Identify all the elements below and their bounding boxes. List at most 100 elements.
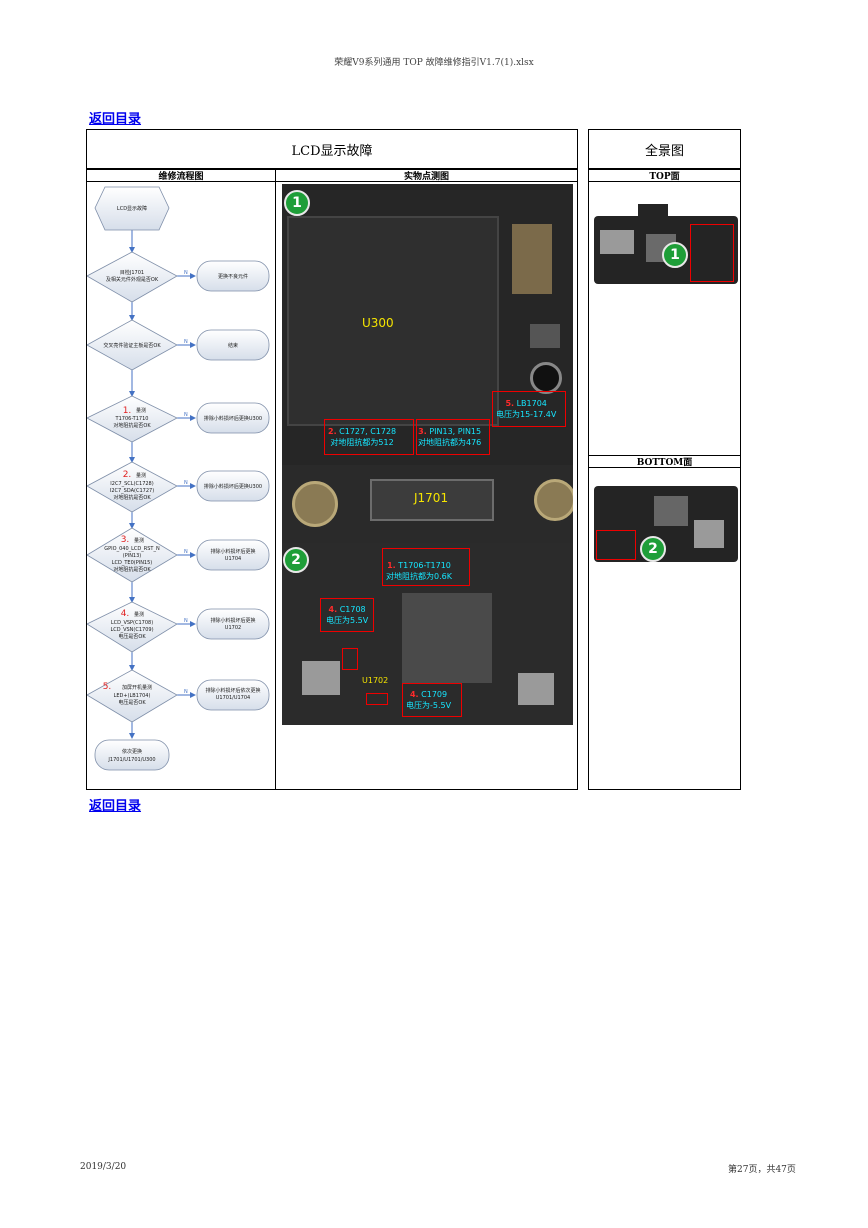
step1-action: 结束	[228, 342, 238, 349]
step1-line1: 交叉亮件验证主板是否OK	[103, 342, 161, 349]
back-to-index-link-top[interactable]: 返回目录	[89, 112, 142, 127]
bottom-panorama-circle-2: 2	[640, 536, 666, 562]
u1702-label: U1702	[362, 676, 389, 685]
step3-line1: I2C7_SCL(C1728)	[110, 481, 153, 487]
step6-title: 加屏开机量测	[122, 684, 152, 691]
annotation-box-2	[324, 419, 414, 455]
decision-diamond-3	[87, 461, 178, 513]
top-board-shield	[600, 230, 634, 254]
panorama-title: 全景图	[644, 143, 684, 159]
top-panorama-circle-1: 1	[662, 242, 688, 268]
end-line1: 依次更换	[122, 748, 142, 755]
pmic-area	[402, 593, 492, 683]
no-label: N	[184, 689, 188, 695]
step6-num: 5.	[103, 682, 112, 692]
step3-line2: I2C7_SDA(C1727)	[110, 488, 154, 494]
footer-date: 2019/3/20	[80, 1162, 127, 1172]
decision-diamond-2	[87, 395, 178, 443]
step0-line1: 目检J1701	[120, 269, 144, 276]
component-box-u1702	[366, 693, 388, 705]
step6-action2: U1701/U1704	[216, 695, 250, 701]
step4-line4: 对地阻抗是否OK	[113, 566, 151, 573]
annotation-box-5	[492, 391, 566, 427]
main-title-cell: LCD显示故障	[86, 129, 578, 169]
step5-line3: 电压是否OK	[118, 633, 146, 640]
bottom-board-chip	[654, 496, 688, 526]
connector-top-right	[512, 224, 552, 294]
footer-page-number: 第27页，共47页	[728, 1165, 796, 1175]
step3-num: 2.	[123, 470, 132, 480]
shield-right	[518, 673, 554, 705]
annotation-box-3	[416, 419, 490, 455]
step4-num: 3.	[121, 535, 130, 545]
decision-diamond-1	[87, 319, 178, 371]
no-label: N	[184, 618, 188, 624]
no-label: N	[184, 339, 188, 345]
step2-num: 1.	[123, 406, 132, 416]
no-label: N	[184, 412, 188, 418]
step6-line1: LED+(LB1704)	[114, 693, 151, 699]
annotation-box-4b	[402, 683, 462, 717]
top-board-tab	[638, 204, 668, 218]
step5-title: 量测	[134, 611, 144, 618]
shield-left	[302, 661, 340, 695]
step4-line1: GPIO_040_LCD_RST_N	[104, 546, 160, 552]
flow-header: 维修流程图	[158, 172, 204, 182]
step3-line3: 对地阻抗是否OK	[113, 494, 151, 501]
bottom-face-label: BOTTOM面	[636, 458, 693, 468]
decision-diamond-5	[87, 601, 178, 653]
step5-line2: LCD_VSN(C1709)	[110, 627, 153, 633]
start-hexagon	[94, 186, 170, 231]
step0-action: 更换不良元件	[218, 273, 248, 280]
annotation-box-1	[382, 548, 470, 586]
step6-action1: 排除小料损坏后依次更换	[205, 687, 260, 694]
back-to-index-link-bottom[interactable]: 返回目录	[89, 799, 142, 814]
inductor	[530, 324, 560, 348]
board-photo-connector: J1701	[282, 465, 573, 543]
component-box-c1708	[342, 648, 358, 670]
round-component	[530, 362, 562, 394]
document-header: 荣耀V9系列通用 TOP 故障维修指引V1.7(1).xlsx	[334, 58, 534, 68]
no-label: N	[184, 549, 188, 555]
annotation-box-4a	[320, 598, 374, 632]
screw-hole-left	[292, 481, 338, 527]
step2-action: 排除小料损坏后更换U300	[204, 415, 262, 422]
step3-action: 排除小料损坏后更换U300	[204, 483, 262, 490]
marker-circle-1: 1	[284, 190, 310, 216]
top-panorama-image: 1	[594, 204, 738, 286]
bottom-highlight-box	[596, 530, 636, 560]
decision-diamond-6	[87, 669, 178, 723]
step4-action1: 排除小料损坏后更换	[210, 548, 255, 555]
u300-chip	[287, 216, 499, 426]
step0-line2: 及相关元件外观是否OK	[106, 276, 159, 283]
bottom-panorama-image: 2	[594, 480, 738, 564]
step5-action2: U1702	[225, 625, 241, 631]
photo-header: 实物点测图	[403, 172, 449, 182]
repair-flowchart: N N N N N N N LCD显示故障 目检J1701 及相关元件外观是否O…	[87, 186, 270, 771]
step4-action2: U1704	[225, 556, 241, 562]
screw-hole-right	[534, 479, 573, 521]
top-highlight-box	[690, 224, 734, 282]
j1701-connector	[370, 479, 494, 521]
decision-diamond-4	[87, 527, 178, 583]
start-label: LCD显示故障	[117, 205, 147, 212]
step4-line2: (PIN13)	[123, 553, 142, 559]
top-face-label: TOP面	[649, 172, 680, 182]
no-label: N	[184, 270, 188, 276]
step2-line1: T1706-T1710	[115, 416, 149, 422]
step6-line2: 电压是否OK	[118, 699, 146, 706]
step5-action1: 排除小料损坏后更换	[210, 617, 255, 624]
panorama-title-cell: 全景图	[588, 129, 741, 169]
bottom-board-shield	[694, 520, 724, 548]
step5-line1: LCD_VSP(C1708)	[111, 620, 153, 626]
marker-circle-2: 2	[283, 547, 309, 573]
step2-line2: 对地阻抗是否OK	[113, 422, 151, 429]
decision-diamond-0	[87, 251, 178, 303]
